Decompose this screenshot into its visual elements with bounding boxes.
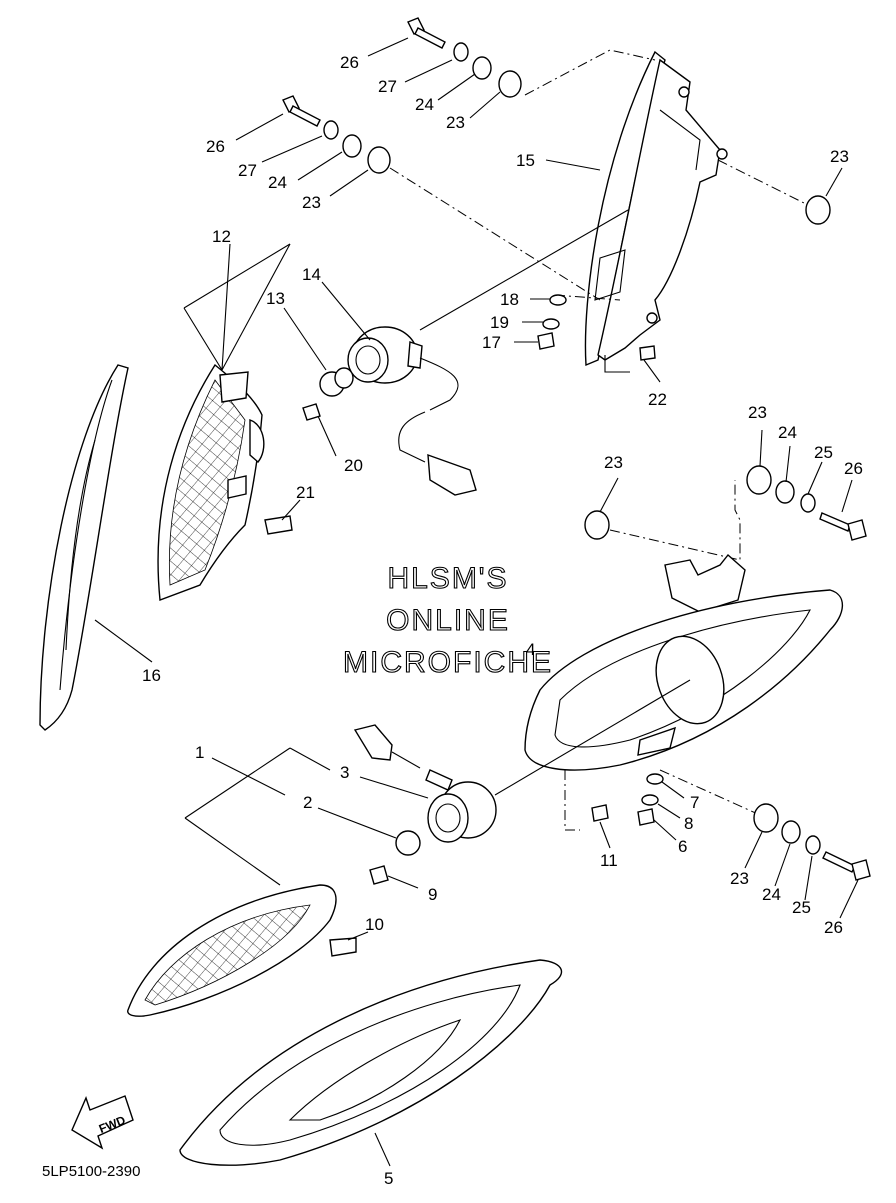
callout-25: 25 [792,898,811,917]
watermark: HLSM'S ONLINE MICROFICHE [342,561,553,679]
callout-15: 15 [516,151,535,170]
callout-21: 21 [296,483,315,502]
callout-9: 9 [428,885,437,904]
assembly-line [494,679,691,796]
callout-23: 23 [446,113,465,132]
callout-26: 26 [340,53,359,72]
callout-23: 23 [302,193,321,212]
callout-13: 13 [266,289,285,308]
callout-12: 12 [212,227,231,246]
callout-1: 1 [195,743,204,762]
leader-lines [94,37,859,1167]
callout-26: 26 [844,459,863,478]
assembly-line [564,770,580,831]
callout-23: 23 [730,869,749,888]
bulb-socket-14 [347,326,477,496]
bulb-socket-3 [353,724,497,843]
bulb-2 [395,830,421,856]
callout-25: 25 [814,443,833,462]
callout-23: 23 [748,403,767,422]
callout-26: 26 [824,918,843,937]
callout-6: 6 [678,837,687,856]
watermark-line-1: HLSM'S [387,562,508,595]
assembly-line [389,167,601,301]
callout-24: 24 [778,423,797,442]
lens-cover-5 [179,959,563,1166]
clip-10 [329,937,357,957]
callout-24: 24 [415,95,434,114]
callout-23: 23 [830,147,849,166]
bolt-stack-upper-2 [282,95,391,174]
bolt-stack-right-1 [746,465,867,541]
assembly-line [659,769,761,816]
watermark-line-3: MICROFICHE [343,646,553,679]
diagram-code: 5LP5100-2390 [42,1163,140,1180]
callout-labels: 26 27 24 23 26 27 24 23 15 23 12 13 14 1… [142,53,863,1188]
headlight-housing-4 [524,553,844,771]
watermark-line-2: ONLINE [386,604,510,637]
screw-20 [302,403,321,421]
assembly-line [609,480,741,561]
small-fasteners-lower [591,773,664,826]
clip-21 [264,515,293,535]
callout-11: 11 [600,851,618,870]
front-lamp-unit-1 [127,884,357,1017]
callout-7: 7 [690,793,699,812]
grommet-23 [805,195,831,225]
callout-19: 19 [490,313,509,332]
callout-14: 14 [302,265,321,284]
lens-cover-16 [39,364,129,731]
callout-8: 8 [684,814,693,833]
screw-9 [369,865,389,885]
callout-22: 22 [648,390,667,409]
assembly-line [524,49,656,96]
assembly-line [717,159,809,206]
bolt-stack-upper-1 [407,17,522,98]
callout-16: 16 [142,666,161,685]
callout-17: 17 [482,333,501,352]
assembly-line [554,294,621,301]
callout-23: 23 [604,453,623,472]
bulb-13-base [334,367,354,389]
tail-lamp-unit-12 [157,363,293,601]
callout-27: 27 [378,77,397,96]
callout-26: 26 [206,137,225,156]
bolt-stack-right-2 [753,803,871,881]
fwd-arrow-icon: FWD [71,1095,134,1150]
callout-4: 4 [526,640,535,659]
callout-3: 3 [340,763,349,782]
callout-2: 2 [303,793,312,812]
callout-20: 20 [344,456,363,475]
callout-24: 24 [268,173,287,192]
callout-5: 5 [384,1169,393,1188]
callout-18: 18 [500,290,519,309]
callout-24: 24 [762,885,781,904]
callout-10: 10 [365,915,384,934]
callout-27: 27 [238,161,257,180]
grommet-23-mid [584,510,610,540]
rear-light-housing-15 [584,50,728,367]
small-fasteners-upper [537,294,656,373]
